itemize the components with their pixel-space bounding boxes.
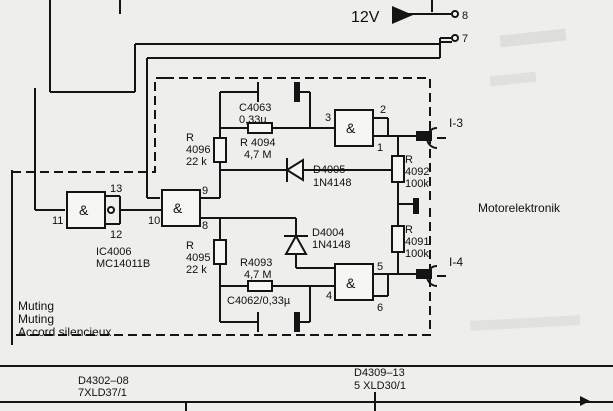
r4092-number: 4092 [405,166,429,178]
pin-4-label: 4 [326,290,332,302]
pin-7-label: 7 [462,33,468,45]
gate-symbol: & [346,120,356,136]
connector-i4-plug [416,269,432,279]
resistor-r4096 [213,137,227,163]
d4004-label: D4004 [312,227,344,239]
d4005-type: 1N4148 [313,177,352,189]
pin-5-label: 5 [377,261,383,273]
pin-2-label: 2 [380,104,386,116]
capacitor-c4062 [220,286,311,332]
c4063-label: C4063 [239,102,271,114]
r4092-label: R [405,154,413,166]
d4004-type: 1N4148 [312,239,351,251]
pin-1-label: 1 [377,142,383,154]
gate-symbol: & [79,202,89,218]
r4093-label: R4093 [240,257,272,269]
d4309-type: 5 XLD30/1 [354,380,406,392]
ground-terminal [413,198,419,214]
c4062-label: C4062/0,33µ [227,295,291,307]
r4095-label: R [186,240,194,252]
pin-13-label: 13 [110,183,122,195]
r4095-value: 22 k [186,264,207,276]
r4091-value: 100k [405,248,429,260]
resistor-r4093 [247,280,273,292]
nand-gate-ic4006-a: & [66,191,121,229]
pin-11-label: 11 [52,215,63,227]
muting-label-fr: Accord silencieux [18,325,111,339]
nand-gate-lower-right: & [334,263,398,301]
d4309-label: D4309–13 [354,367,405,379]
r4096-label: R [186,132,194,144]
connector-i3-plug [416,131,432,141]
resistor-r4092 [391,155,405,183]
r4095-number: 4095 [186,252,210,264]
nand-gate-ic4006-b: & [155,189,201,227]
gate-symbol: & [346,275,356,291]
d4302-type: 7XLD37/1 [78,387,127,399]
module-border [12,77,431,336]
r4091-number: 4091 [405,236,429,248]
muting-label-en: Muting [18,312,54,326]
pin-3-label: 3 [325,112,331,124]
nand-gate-upper-right: & [334,109,398,147]
r4093-value: 4,7 M [244,269,272,281]
resistor-r4091 [391,225,405,253]
supply-voltage-label: 12V [351,9,380,26]
r4096-number: 4096 [186,144,210,156]
pin-10-label: 10 [148,215,160,227]
pin-8-gate-label: 8 [202,220,208,232]
r4091-label: R [405,224,413,236]
ic-label: IC4006 [96,246,131,258]
output-i4-label: I-4 [449,255,463,269]
pin-9-label: 9 [202,185,208,197]
gate-symbol: & [173,200,183,216]
muting-label-de: Muting [18,299,54,313]
pin-6-label: 6 [377,302,383,314]
d4005-label: D4005 [313,164,345,176]
capacitor-c4063 [220,82,311,128]
pin-12-label: 12 [110,229,122,241]
diode-d4004 [284,218,308,268]
d4302-label: D4302–08 [78,375,129,387]
pin-8-label: 8 [462,10,468,22]
r4092-value: 100k [405,178,429,190]
section-title: Motorelektronik [478,201,561,215]
output-i3-label: I-3 [449,116,463,130]
resistor-r4094 [247,122,273,134]
r4094-label: R 4094 [240,137,275,149]
ic-type: MC14011B [96,258,150,270]
r4094-value: 4,7 M [244,149,272,161]
show-through-text [469,28,581,331]
r4096-value: 22 k [186,156,207,168]
resistor-r4095 [213,239,227,265]
diode-d4005 [285,158,398,182]
supply-wiring [11,0,459,345]
